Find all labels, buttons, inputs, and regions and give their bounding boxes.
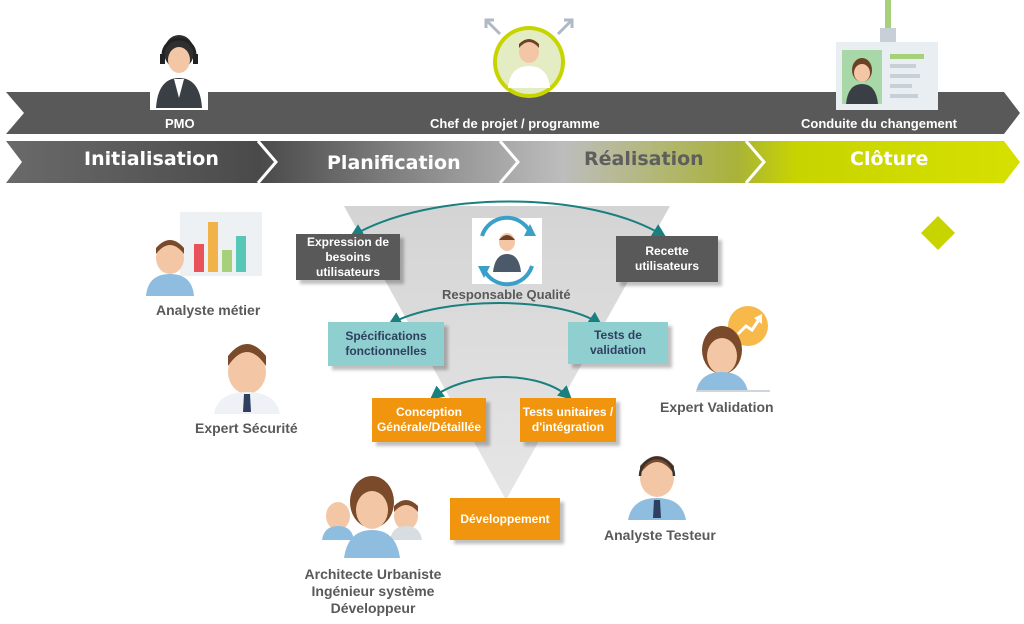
label-expert-securite: Expert Sécurité: [195, 420, 298, 436]
label-responsable-qualite: Responsable Qualité: [442, 287, 571, 302]
diamond-shape: [921, 216, 955, 250]
box-specifications: Spécifications fonctionnelles: [328, 322, 444, 366]
box-developpement: Développement: [450, 498, 560, 540]
label-analyste-testeur: Analyste Testeur: [604, 527, 716, 543]
id-badge-icon: [836, 0, 938, 110]
roles-bar: [6, 92, 1020, 134]
phase-realisation: Réalisation: [584, 148, 704, 170]
arc-expression-recette: [349, 200, 667, 238]
label-expert-validation: Expert Validation: [660, 399, 774, 415]
box-expression-besoins: Expression de besoins utilisateurs: [296, 234, 400, 280]
phases-bar: [6, 141, 1020, 183]
phase-initialisation: Initialisation: [84, 148, 219, 170]
bar-chart-icon: [180, 212, 262, 276]
box-tests-unitaires: Tests unitaires / d'intégration: [520, 398, 616, 442]
headset-icon: [150, 32, 208, 110]
box-recette-utilisateurs: Recette utilisateurs: [616, 236, 718, 282]
arc-conception-unitaires: [429, 376, 573, 400]
label-analyste-metier: Analyste métier: [156, 302, 261, 318]
architecte-group-avatar: [322, 476, 422, 558]
arc-spec-tests: [387, 302, 603, 326]
role-pmo: PMO: [165, 116, 195, 131]
box-tests-validation: Tests de validation: [568, 322, 668, 364]
role-chef-projet: Chef de projet / programme: [430, 116, 600, 131]
expert-validation-avatar: [696, 326, 770, 392]
label-developpeur: Développeur: [330, 600, 416, 616]
analyste-testeur-avatar: [628, 456, 686, 520]
analyste-metier-avatar: [146, 240, 194, 296]
cycle-icon: [472, 215, 542, 287]
expert-securite-avatar: [214, 344, 280, 414]
role-conduite: Conduite du changement: [801, 116, 957, 131]
label-ingenieur: Ingénieur système: [311, 583, 435, 599]
phase-planification: Planification: [327, 152, 461, 174]
v-funnel: [344, 206, 670, 500]
box-conception: Conception Générale/Détaillée: [372, 398, 486, 442]
label-architecte: Architecte Urbaniste: [304, 566, 442, 582]
phase-cloture: Clôture: [850, 148, 929, 170]
expand-arrows-icon: [484, 18, 574, 98]
